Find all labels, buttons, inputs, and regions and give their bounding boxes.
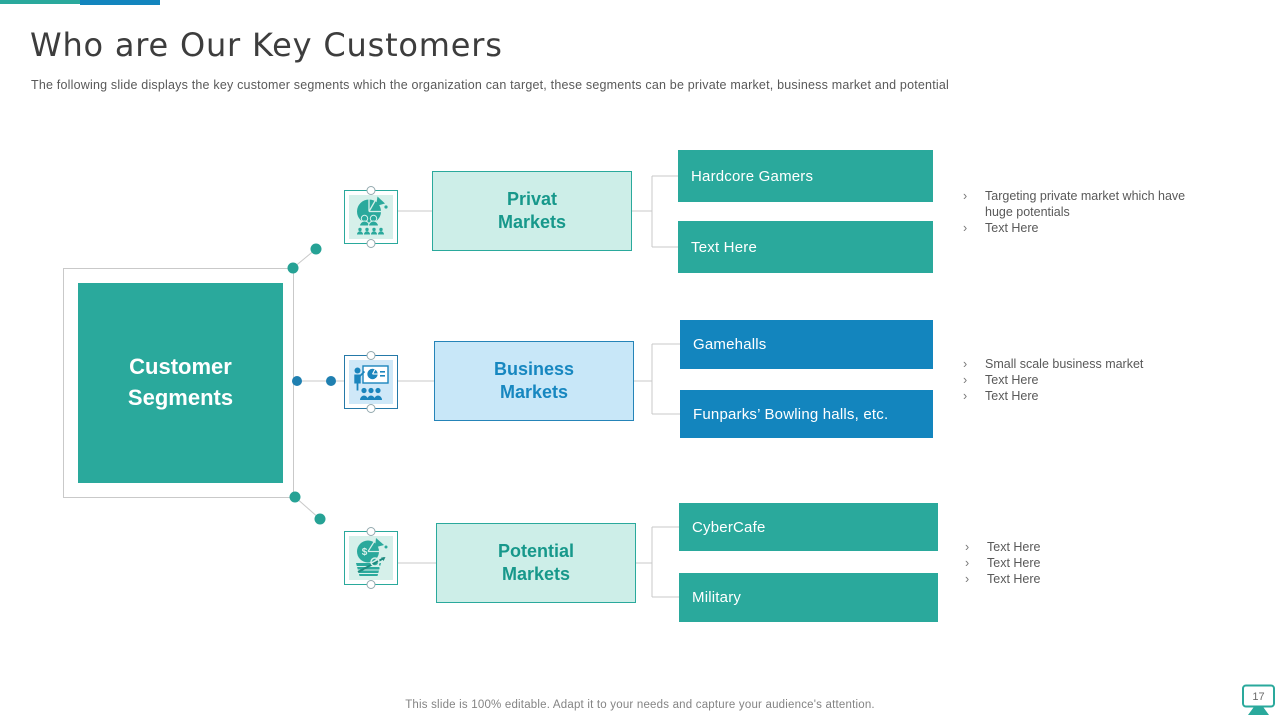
footer-note: This slide is 100% editable. Adapt it to…: [405, 699, 875, 711]
customer-segments-label-line2: Segments: [127, 385, 234, 410]
connector-handle-icon: [366, 351, 376, 360]
connector-handle-icon: [366, 404, 376, 413]
notes-private-market: › Targeting private market which have hu…: [963, 188, 1209, 236]
teal-dot: [314, 513, 326, 525]
accent-bar-teal: [0, 0, 80, 4]
bracket-group3: [636, 526, 679, 598]
blue-dot: [326, 376, 336, 386]
connector-diagonal-top: [292, 248, 317, 269]
connector-handle-icon: [366, 186, 376, 195]
connector-handle-icon: [366, 580, 376, 589]
bullet-text: Small scale business market: [985, 357, 1144, 371]
potential-markets-box: Potential Markets: [436, 523, 636, 603]
market-analysis-icon: $: [356, 538, 388, 576]
bullet-marker: ›: [965, 540, 970, 554]
notes-potential-market: › Text Here › Text Here › Text Here: [965, 539, 1211, 587]
sub-box-label: Military: [692, 589, 742, 606]
potential-markets-label-line1: Potential: [497, 540, 574, 561]
sub-box-text-here-private: Text Here: [678, 221, 933, 273]
business-market-icon-node: [344, 351, 398, 413]
connector-handle-icon: [366, 239, 376, 248]
bullet-marker: ›: [963, 189, 968, 203]
private-markets-label-line2: Markets: [497, 212, 567, 232]
bullet-item: › Targeting private market which have hu…: [963, 188, 1209, 220]
potential-market-icon-node: $: [344, 527, 398, 589]
page-number-monitor-icon: 17: [1242, 684, 1275, 715]
page-number: 17: [1252, 691, 1264, 703]
connector-dots: [287, 243, 336, 525]
bullet-text: Text Here: [985, 221, 1039, 235]
bracket-group2: [634, 343, 680, 415]
bullet-item: › Small scale business market: [963, 356, 1209, 372]
bracket-group1: [632, 175, 678, 248]
bullet-item: › Text Here: [965, 571, 1211, 587]
bullet-item: › Text Here: [965, 555, 1211, 571]
bullet-marker: ›: [963, 221, 968, 235]
pie-chart-people-icon: [357, 196, 388, 235]
private-markets-label-line1: Privat: [506, 188, 558, 209]
private-markets-box: Privat Markets: [432, 171, 632, 251]
teal-dot: [310, 243, 322, 255]
sub-box-label: Text Here: [691, 238, 757, 256]
bullet-item: › Text Here: [965, 539, 1211, 555]
slide-subtitle: The following slide displays the key cus…: [31, 78, 949, 92]
bullet-text: Text Here: [987, 540, 1041, 554]
sub-box-funparks: Funparks’ Bowling halls, etc.: [680, 390, 933, 438]
bullet-item: › Text Here: [963, 220, 1209, 236]
sub-box-military: Military: [679, 573, 938, 622]
bullet-marker: ›: [963, 357, 968, 371]
connector-diagonal-bottom: [294, 496, 321, 520]
bullet-text: Text Here: [985, 373, 1039, 387]
accent-bar-blue: [80, 0, 160, 5]
bullet-item: › Text Here: [963, 372, 1209, 388]
presentation-audience-icon: [354, 365, 389, 400]
bullet-marker: ›: [965, 556, 970, 570]
bullet-marker: ›: [965, 572, 970, 586]
sub-box-hardcore-gamers: Hardcore Gamers: [678, 150, 933, 202]
connector-handle-icon: [366, 527, 376, 536]
business-markets-label-line1: Business: [493, 358, 575, 379]
potential-markets-label-line2: Markets: [501, 564, 571, 584]
bullet-text: Text Here: [985, 389, 1039, 403]
notes-business-market: › Small scale business market › Text Her…: [963, 356, 1209, 404]
slide-title: Who are Our Key Customers: [30, 26, 503, 64]
sub-box-cybercafe: CyberCafe: [679, 503, 938, 551]
sub-box-label: Hardcore Gamers: [691, 167, 814, 185]
business-markets-box: Business Markets: [434, 341, 634, 421]
bullet-text: Targeting private market which have huge…: [985, 189, 1186, 219]
sub-box-label: Funparks’ Bowling halls, etc.: [693, 405, 889, 423]
private-market-icon-node: [344, 186, 398, 248]
sub-box-label: CyberCafe: [692, 518, 766, 536]
customer-segments-label-line1: Customer: [129, 354, 232, 380]
customer-segments-box: Customer Segments: [78, 283, 283, 483]
dollar-glyph: $: [362, 547, 368, 558]
bullet-marker: ›: [963, 389, 968, 403]
sub-box-gamehalls: Gamehalls: [680, 320, 933, 369]
bullet-text: Text Here: [987, 572, 1041, 586]
bullet-marker: ›: [963, 373, 968, 387]
sub-box-label: Gamehalls: [693, 336, 767, 353]
bullet-text: Text Here: [987, 556, 1041, 570]
bullet-item: › Text Here: [963, 388, 1209, 404]
business-markets-label-line2: Markets: [499, 382, 569, 402]
